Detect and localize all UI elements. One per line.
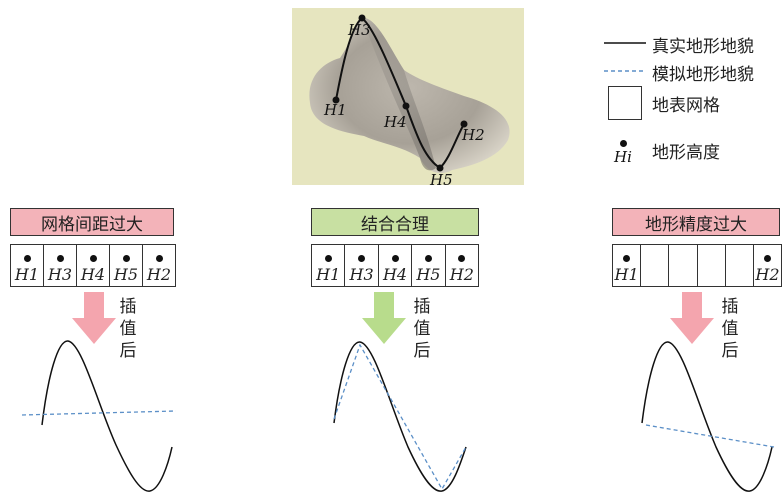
panel-2-arrow — [362, 292, 406, 344]
height-dot — [391, 255, 399, 262]
panel-2-simulated-line — [333, 343, 467, 491]
cell-label: H4 — [382, 265, 408, 284]
terrain-dot-h3 — [358, 14, 366, 22]
panel-1-cell: H1 — [11, 245, 44, 286]
cell-label: H2 — [146, 265, 172, 284]
panel-3-cell: H2 — [754, 245, 781, 286]
terrain-label-h4: H4 — [384, 113, 407, 131]
terrain-shadow — [362, 17, 436, 171]
height-dot — [89, 255, 97, 262]
cell-label: H4 — [80, 265, 106, 284]
panel-1-cell: H3 — [44, 245, 77, 286]
legend-simulated-swatch — [604, 56, 646, 86]
terrain-real-curve — [335, 16, 465, 170]
panel-3-real-curve — [641, 341, 773, 492]
panel-3-curves — [641, 341, 775, 492]
panel-3-arrow — [670, 292, 714, 344]
panel-3-cell — [698, 245, 726, 286]
panel-3-cell — [641, 245, 670, 286]
panel-2-real-curve — [333, 341, 467, 492]
panel-1-title: 网格间距过大 — [10, 208, 174, 236]
cell-label: H1 — [614, 265, 639, 284]
panel-2-title: 结合合理 — [311, 208, 479, 236]
panel-1-real-curve — [41, 340, 173, 492]
cell-label: H1 — [316, 265, 341, 284]
panel-3-title: 地形精度过大 — [612, 208, 780, 236]
cell-label: H2 — [449, 265, 474, 284]
legend-real-label: 真实地形地貌 — [652, 37, 754, 57]
panel-3-after-label: 插值后 — [721, 297, 739, 361]
cell-label: H5 — [113, 265, 139, 284]
terrain-label-h1: H1 — [324, 101, 347, 119]
legend-real-swatch — [604, 28, 646, 58]
cell-label: H5 — [416, 265, 441, 284]
height-dot — [23, 255, 31, 262]
panel-3-cell — [669, 245, 698, 286]
panel-2-curves — [333, 341, 467, 492]
height-dot — [155, 255, 163, 262]
height-dot — [324, 255, 332, 262]
height-dot — [424, 255, 432, 262]
panel-1-simulated-line — [21, 410, 177, 416]
panel-1-cell: H2 — [143, 245, 175, 286]
terrain-dot-h5 — [436, 164, 444, 172]
panel-2-after-label: 插值后 — [413, 297, 431, 361]
terrain-label-h3: H3 — [348, 21, 371, 39]
panel-3-simulated-line — [645, 424, 775, 448]
legend-height-symbol: Hi — [614, 148, 632, 166]
panel-2-cell: H2 — [446, 245, 478, 286]
panel-1-grid: H1 H3 H4 H5 H2 — [10, 244, 176, 287]
height-dot — [56, 255, 64, 262]
height-dot — [458, 255, 466, 262]
terrain-label-h2: H2 — [462, 126, 485, 144]
panel-1-cell: H5 — [110, 245, 143, 286]
terrain-dot-h1 — [332, 96, 340, 104]
panel-1-arrow — [72, 292, 116, 344]
panel-1-curves — [21, 340, 177, 492]
panel-2-grid: H1 H3 H4 H5 H2 — [311, 244, 479, 287]
legend-grid-label: 地表网格 — [652, 96, 720, 116]
terrain-dot-h2 — [460, 120, 468, 128]
height-dot — [122, 255, 130, 262]
height-dot — [623, 255, 631, 262]
panel-3-cell: H1 — [613, 245, 642, 286]
terrain-illustration: H1 H3 H4 H5 H2 — [292, 8, 524, 189]
panel-3-grid: H1 H2 — [612, 244, 782, 287]
legend-height-dot — [620, 140, 627, 147]
cell-label: H3 — [47, 265, 73, 284]
cell-label: H1 — [14, 265, 40, 284]
terrain-dot-h4 — [402, 102, 410, 110]
panel-1-after-label: 插值后 — [119, 297, 137, 361]
legend-simulated-label: 模拟地形地貌 — [652, 65, 754, 85]
legend-height-label: 地形高度 — [652, 143, 720, 163]
panel-3-cell — [726, 245, 754, 286]
height-dot — [763, 255, 771, 262]
cell-label: H3 — [349, 265, 374, 284]
panel-2-cell: H4 — [379, 245, 413, 286]
panel-1-cell: H4 — [77, 245, 110, 286]
panel-2-cell: H3 — [345, 245, 379, 286]
panel-2-cell: H5 — [412, 245, 446, 286]
cell-label: H2 — [755, 265, 780, 284]
legend-grid-swatch — [608, 86, 642, 120]
terrain-label-h5: H5 — [430, 171, 453, 189]
height-dot — [358, 255, 366, 262]
panel-2-cell: H1 — [312, 245, 346, 286]
terrain-svg — [292, 8, 524, 185]
